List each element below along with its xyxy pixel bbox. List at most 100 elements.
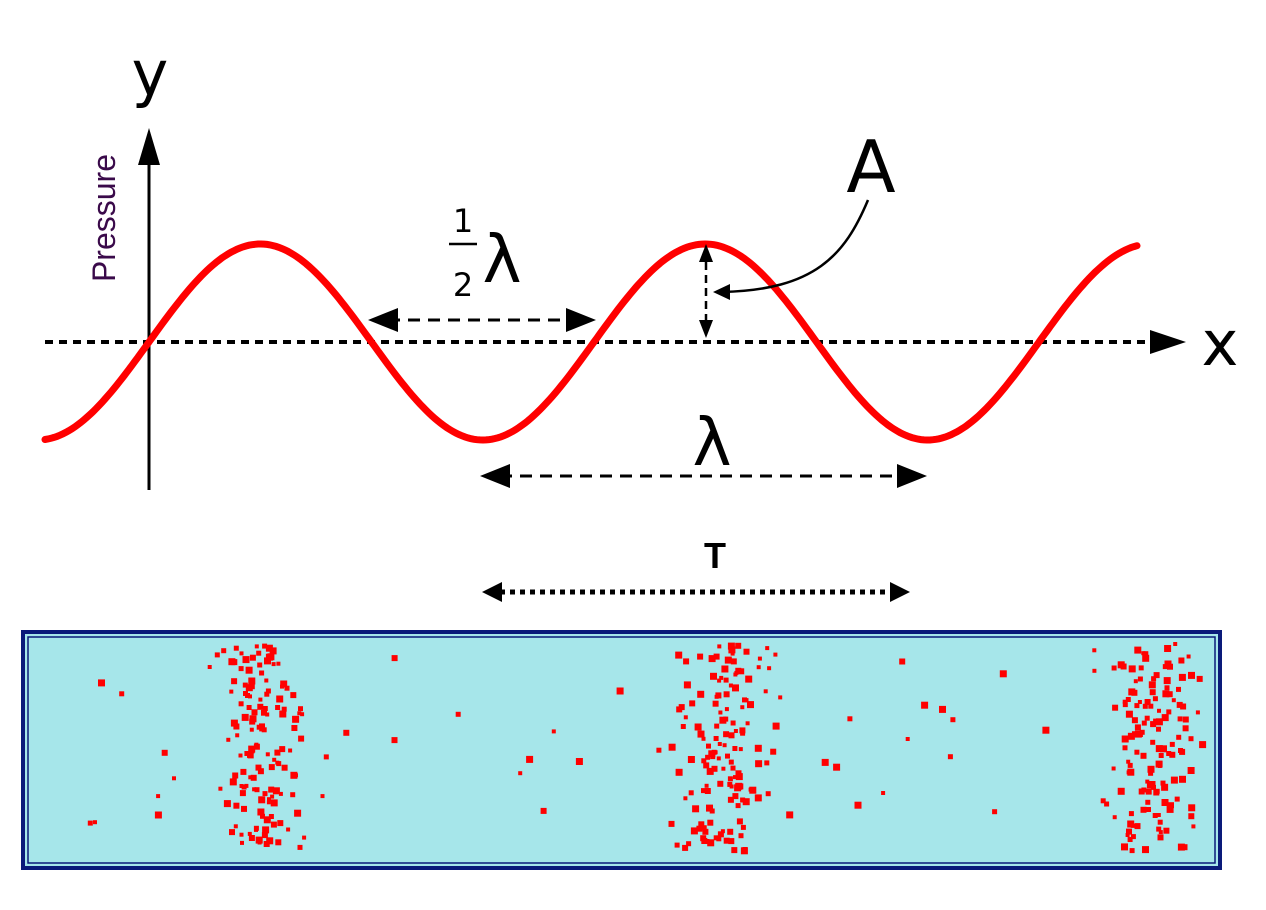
air-particle — [275, 839, 282, 846]
air-particle — [703, 762, 710, 769]
air-particle — [1188, 813, 1195, 820]
air-particle — [743, 648, 750, 655]
air-particle — [300, 712, 305, 717]
period-label: T — [704, 535, 726, 576]
air-particle — [668, 743, 676, 751]
air-particle — [238, 753, 243, 758]
air-particle — [231, 678, 238, 685]
air-particle — [1139, 729, 1145, 735]
air-particle — [749, 786, 757, 794]
air-particle — [244, 751, 250, 756]
air-particle — [242, 656, 250, 664]
air-particle — [735, 773, 743, 781]
air-particle — [1199, 741, 1207, 749]
air-particle — [250, 774, 257, 781]
air-particle — [950, 717, 956, 723]
air-particle — [1138, 665, 1144, 671]
air-particle — [98, 679, 105, 687]
air-particle — [229, 778, 237, 786]
air-particle — [1158, 830, 1163, 835]
air-particle — [262, 706, 268, 711]
air-particle — [1163, 677, 1171, 685]
air-particle — [275, 705, 281, 710]
air-particle — [1145, 799, 1151, 805]
air-particle — [261, 832, 268, 839]
air-particle — [698, 821, 705, 828]
half-lambda-symbol: λ — [482, 221, 521, 298]
air-particle — [258, 796, 266, 804]
air-particle — [154, 811, 162, 819]
air-particle — [264, 657, 271, 665]
air-particle — [723, 837, 730, 844]
air-particle — [292, 715, 300, 723]
air-particle — [1112, 815, 1117, 820]
air-particle — [999, 670, 1007, 678]
air-particle — [1164, 645, 1172, 652]
air-particle — [724, 656, 732, 664]
air-particle — [1168, 802, 1174, 809]
air-particle — [717, 831, 724, 838]
air-particle — [253, 743, 260, 750]
air-particle — [778, 695, 783, 700]
air-particle — [265, 712, 270, 717]
period-arrowhead-right — [890, 582, 910, 602]
air-particle — [687, 756, 695, 763]
air-particle — [261, 709, 267, 716]
air-particle — [1166, 709, 1172, 715]
air-particle — [252, 787, 257, 792]
air-particle — [218, 786, 223, 791]
air-particle — [854, 801, 862, 809]
air-particle — [1171, 698, 1176, 703]
air-particle — [730, 720, 736, 726]
air-particle — [1147, 765, 1155, 773]
air-particle — [1166, 691, 1173, 698]
air-particle — [701, 758, 707, 764]
air-particle — [265, 752, 270, 757]
air-particle — [728, 759, 734, 765]
air-particle — [1180, 703, 1187, 710]
air-particle — [690, 827, 698, 835]
air-particle — [721, 766, 726, 771]
air-particle — [1134, 823, 1141, 830]
air-particle — [678, 704, 685, 711]
air-particle — [1188, 736, 1194, 742]
wavelength-arrowhead-left — [480, 464, 510, 488]
air-particle — [713, 736, 719, 741]
air-particle — [675, 651, 683, 659]
air-particle — [921, 701, 929, 709]
air-particle — [1169, 741, 1175, 747]
air-tube-inner-border — [27, 636, 1216, 864]
air-particle — [254, 787, 260, 793]
air-particle — [701, 788, 706, 794]
air-particle — [343, 729, 350, 736]
air-particle — [241, 805, 247, 812]
air-particle — [740, 824, 746, 830]
air-particle — [711, 765, 718, 772]
air-particle — [265, 688, 271, 694]
air-particle — [745, 675, 753, 683]
air-particle — [1161, 799, 1169, 806]
air-particle — [740, 847, 748, 855]
air-particle — [249, 727, 254, 732]
air-particle — [239, 832, 244, 837]
air-particle — [656, 747, 662, 753]
air-particle — [1162, 664, 1168, 670]
air-particle — [1134, 749, 1140, 755]
air-particle — [728, 683, 733, 688]
air-particle — [1127, 768, 1135, 776]
air-particle — [1111, 766, 1116, 771]
air-particle — [702, 828, 709, 835]
air-particle — [692, 805, 700, 813]
air-particle — [763, 689, 768, 694]
air-particle — [706, 743, 711, 749]
air-particle — [518, 771, 523, 776]
air-particle — [1128, 811, 1134, 817]
air-particle — [1148, 681, 1156, 689]
air-particle — [119, 691, 125, 697]
air-particle — [228, 658, 236, 666]
air-particle — [1122, 702, 1128, 708]
air-particle — [244, 783, 249, 788]
air-particle — [1160, 745, 1167, 753]
air-particle — [242, 682, 248, 688]
air-particle — [277, 820, 284, 827]
